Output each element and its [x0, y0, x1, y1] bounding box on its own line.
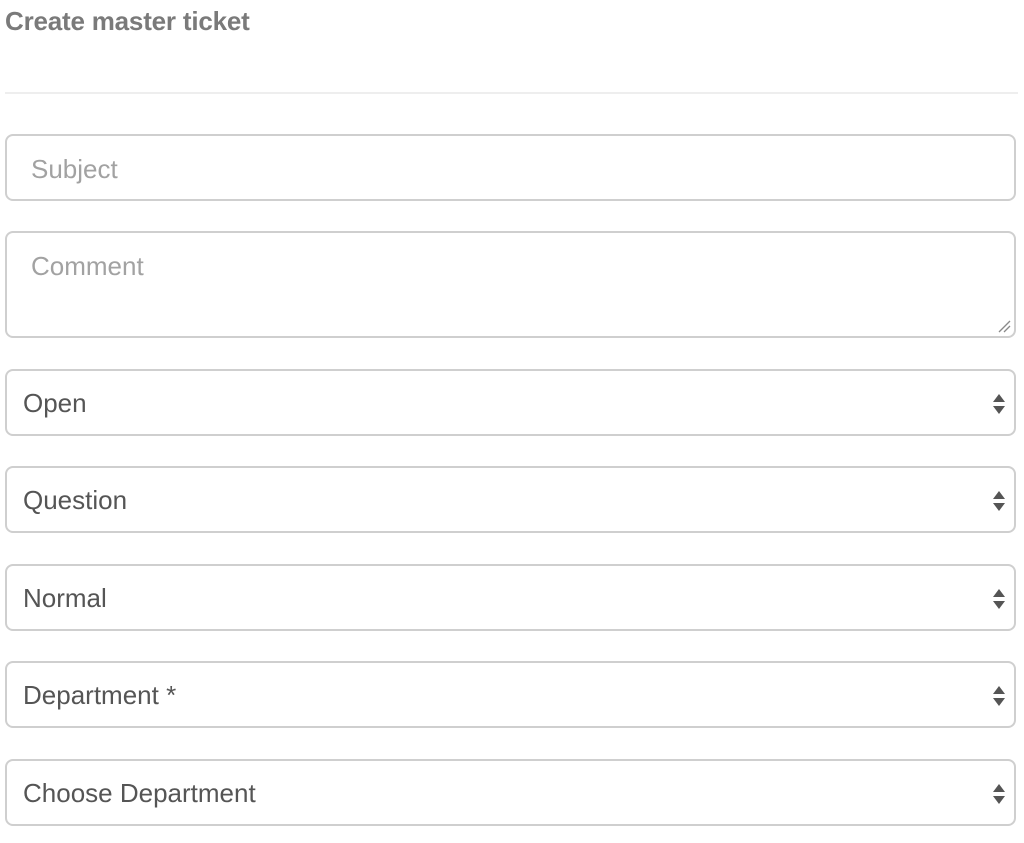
status-select[interactable]: Open: [5, 369, 1016, 436]
comment-textarea[interactable]: Comment: [5, 231, 1016, 338]
priority-select-value: Normal: [23, 583, 107, 613]
department-select-value: Choose Department: [23, 778, 256, 808]
up-down-arrows-icon: [993, 589, 1005, 609]
subject-input[interactable]: Subject: [5, 134, 1016, 201]
up-down-arrows-icon: [993, 784, 1005, 804]
subject-placeholder: Subject: [31, 154, 118, 184]
title-divider: [5, 92, 1018, 94]
comment-placeholder: Comment: [31, 251, 144, 281]
up-down-arrows-icon: [993, 686, 1005, 706]
department-label-select[interactable]: Department *: [5, 661, 1016, 728]
status-select-value: Open: [23, 388, 87, 418]
department-select[interactable]: Choose Department: [5, 759, 1016, 826]
up-down-arrows-icon: [993, 394, 1005, 414]
page-title: Create master ticket: [5, 6, 250, 36]
department-label-select-value: Department *: [23, 680, 177, 710]
priority-select[interactable]: Normal: [5, 564, 1016, 631]
type-select[interactable]: Question: [5, 466, 1016, 533]
up-down-arrows-icon: [993, 491, 1005, 511]
resize-grip-icon[interactable]: [997, 319, 1011, 333]
type-select-value: Question: [23, 485, 128, 515]
